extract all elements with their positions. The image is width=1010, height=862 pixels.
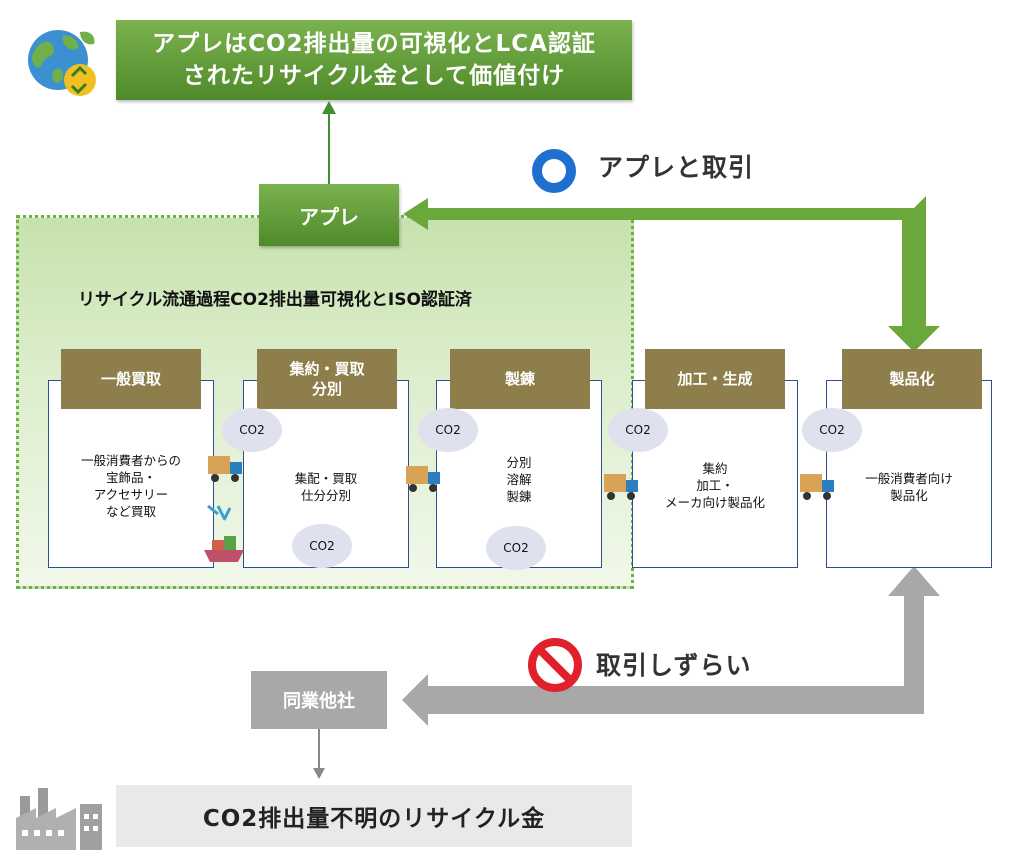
co2-bubble: CO2: [222, 408, 282, 452]
truck-icon: [206, 452, 244, 484]
header-banner: アプレはCO2排出量の可視化とLCA認証 されたリサイクル金として価値付け: [116, 20, 632, 100]
up-arrow-head: [322, 101, 336, 114]
co2-bubble: CO2: [292, 524, 352, 568]
competitor-box: 同業他社: [251, 671, 387, 729]
stage-collect-sort-text: 集配・買取仕分分別: [294, 471, 358, 503]
stage-productization-title: 製品化: [842, 349, 982, 409]
no-entry-icon: [526, 636, 584, 698]
bottom-bar: CO2排出量不明のリサイクル金: [116, 785, 632, 847]
header-line-1: アプレはCO2排出量の可視化とLCA認証: [152, 31, 596, 57]
green-trade-arrow: [403, 198, 940, 352]
apple-box: アプレ: [259, 184, 399, 246]
co2-bubble: CO2: [486, 526, 546, 570]
circle-ok-icon: [531, 148, 577, 198]
stage-processing-text: 集約加工・メーカ向け製品化: [664, 461, 765, 510]
truck-icon: [404, 462, 442, 494]
zone-title: リサイクル流通過程CO2排出量可視化とISO認証済: [78, 290, 472, 310]
stage-collect-sort-title: 集約・買取 分別: [257, 349, 397, 409]
stage-productization-text: 一般消費者向け製品化: [865, 471, 953, 503]
ship-icon: [202, 502, 246, 568]
trade-ng-label: 取引しずらい: [596, 651, 752, 680]
factory-icon: [14, 774, 106, 850]
co2-bubble: CO2: [608, 408, 668, 452]
stage-general-purchase-text: 一般消費者からの宝飾品・ アクセサリーなど買取: [80, 453, 181, 519]
stage-refining-title: 製錬: [450, 349, 590, 409]
header-line-2: されたリサイクル金として価値付け: [182, 63, 566, 89]
stage-general-purchase-title: 一般買取: [61, 349, 201, 409]
stage-processing: [632, 380, 798, 568]
trade-ok-label: アプレと取引: [598, 153, 755, 182]
earth-recycle-icon: [24, 24, 100, 100]
co2-bubble: CO2: [802, 408, 862, 452]
down-arrow-head: [313, 768, 325, 779]
stage-refining-text: 分別溶解製錬: [506, 455, 532, 504]
truck-icon: [798, 470, 836, 502]
co2-bubble: CO2: [418, 408, 478, 452]
competitor-label: 同業他社: [283, 691, 355, 712]
apple-box-label: アプレ: [299, 204, 359, 229]
stage-processing-title: 加工・生成: [645, 349, 785, 409]
truck-icon: [602, 470, 640, 502]
bottom-label: CO2排出量不明のリサイクル金: [202, 806, 546, 832]
gray-trade-arrow: [402, 566, 940, 726]
